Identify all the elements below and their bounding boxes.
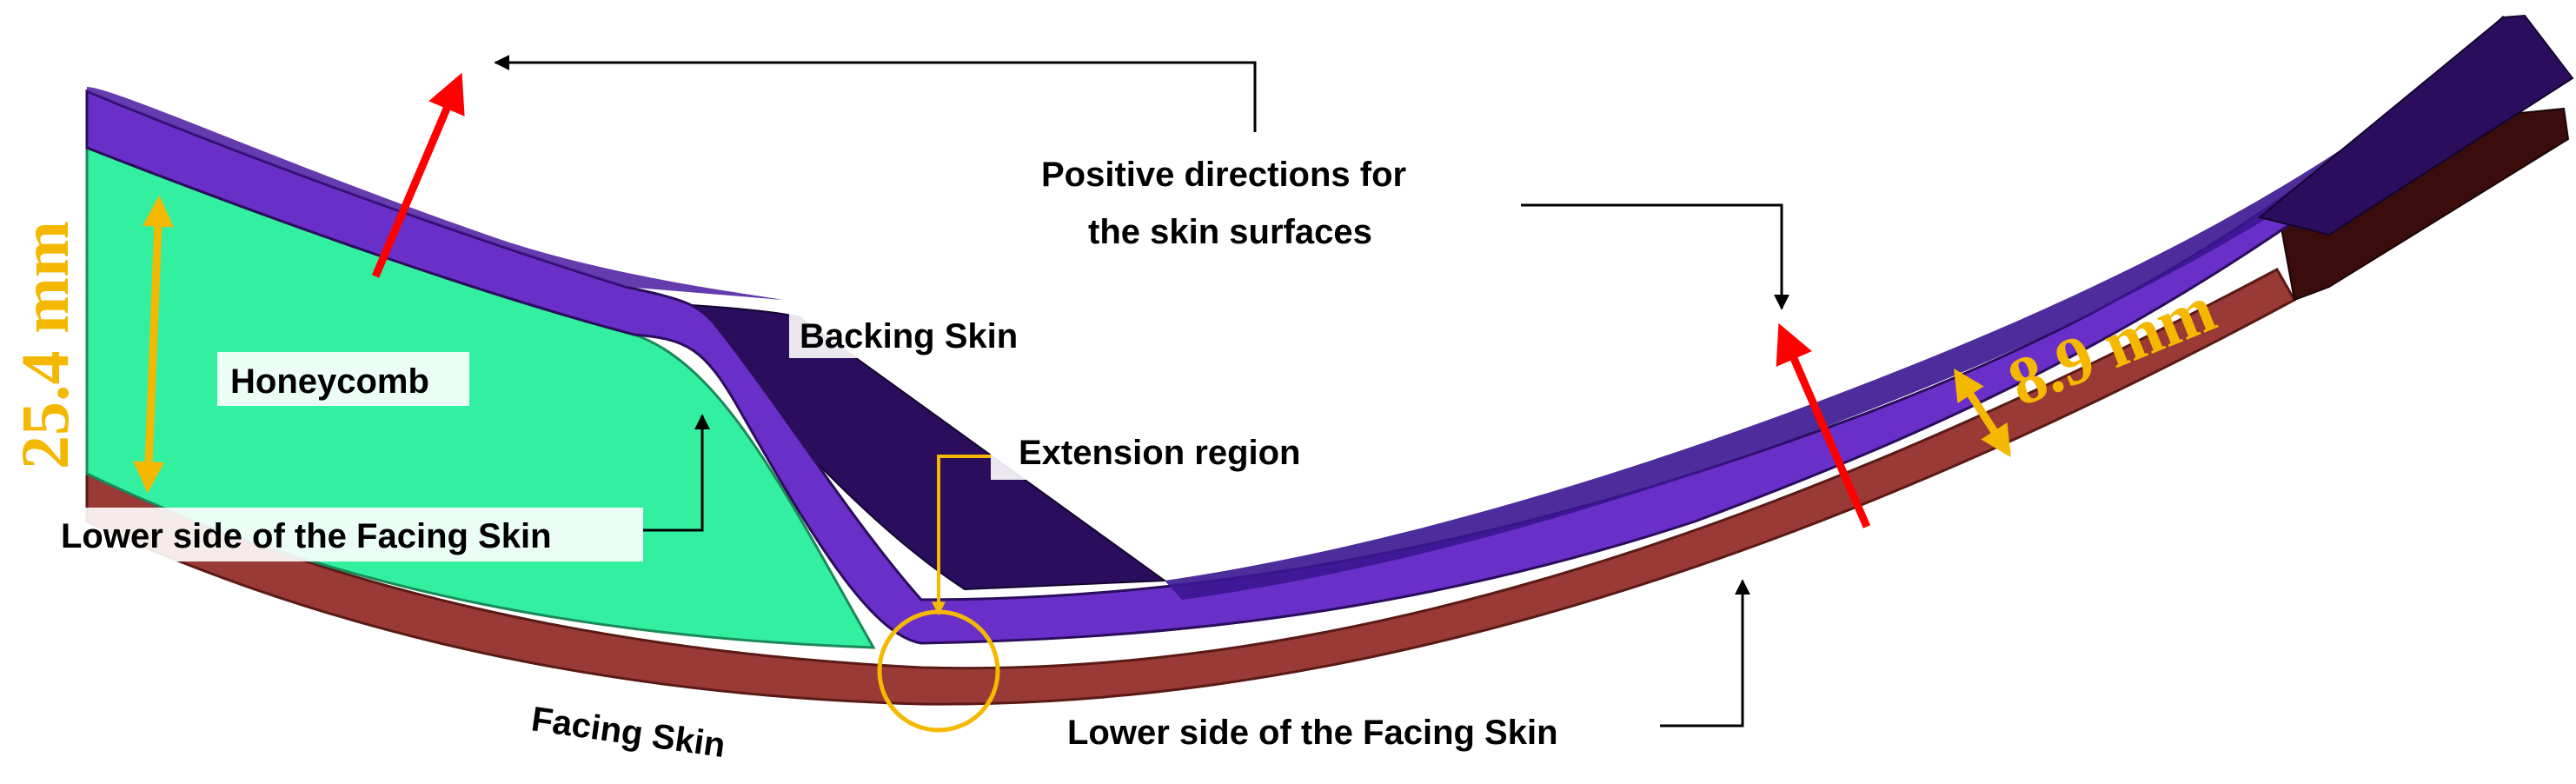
backing-skin-end [2257, 14, 2574, 236]
extension-region-leader [932, 455, 991, 616]
label-bg-backing [789, 308, 1059, 358]
normal-arrow-left [371, 72, 465, 278]
thickness-arrow-right [1954, 368, 2011, 458]
label-bg-lower-left [52, 508, 643, 561]
positive-directions-line2: the skin surfaces [1088, 213, 1372, 251]
leader-arrow-top [494, 55, 1257, 132]
leader-arrow-lower-right [1660, 579, 1750, 728]
leader-arrow-right-down [1521, 203, 1789, 310]
honeycomb-label: Honeycomb [230, 362, 429, 401]
label-bg-extension [991, 426, 1356, 480]
lower-side-left-label: Lower side of the Facing Skin [61, 517, 552, 555]
thickness-left-label: 25.4 mm [7, 221, 83, 469]
facing-skin-end [2275, 107, 2570, 302]
backing-skin-label: Backing Skin [800, 317, 1018, 355]
facing-skin-label: Facing Skin [529, 700, 727, 765]
positive-directions-line1: Positive directions for [1041, 156, 1406, 194]
leader-arrow-lower-left [641, 414, 710, 532]
extension-region-circle [877, 609, 1000, 733]
normal-arrow-right [1776, 322, 1871, 528]
extension-region-label: Extension region [1019, 434, 1301, 472]
thickness-arrow-left [133, 195, 174, 494]
label-bg-honeycomb [217, 352, 469, 406]
lower-side-right-label: Lower side of the Facing Skin [1067, 714, 1558, 752]
